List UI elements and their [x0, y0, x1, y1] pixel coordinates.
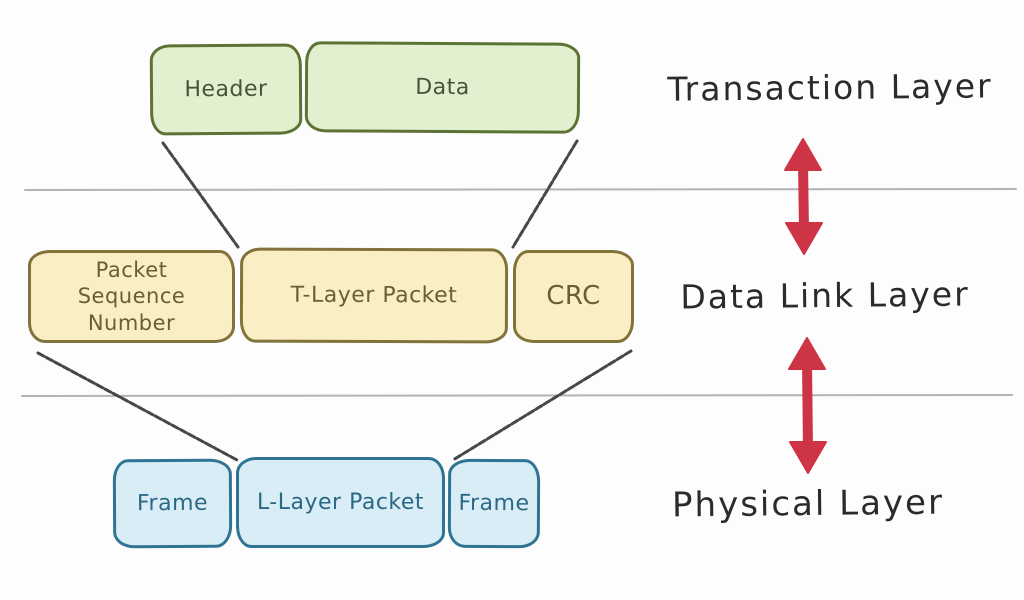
box-data: Data	[304, 41, 581, 134]
connector-transaction-right	[511, 139, 579, 249]
label-data-link-layer: Data Link Layer	[680, 274, 970, 317]
divider-line-datalink-physical	[21, 394, 1013, 397]
box-l-layer-packet: L-Layer Packet	[236, 457, 445, 548]
box-packet-sequence-number: Packet Sequence Number	[28, 250, 235, 343]
box-frame-left: Frame	[112, 458, 233, 549]
label-physical-layer: Physical Layer	[671, 482, 945, 526]
connector-datalink-left	[36, 351, 239, 462]
updown-arrow-icon	[788, 337, 827, 474]
connector-datalink-right	[451, 349, 633, 462]
connector-transaction-left	[161, 141, 240, 249]
box-t-layer-packet: T-Layer Packet	[239, 247, 509, 344]
label-transaction-layer: Transaction Layer	[667, 66, 993, 109]
updown-arrow-icon	[784, 138, 823, 255]
box-frame-right: Frame	[447, 458, 541, 549]
box-header: Header	[149, 43, 303, 136]
divider-line-transaction-datalink	[24, 188, 1017, 191]
box-crc: CRC	[513, 250, 634, 343]
